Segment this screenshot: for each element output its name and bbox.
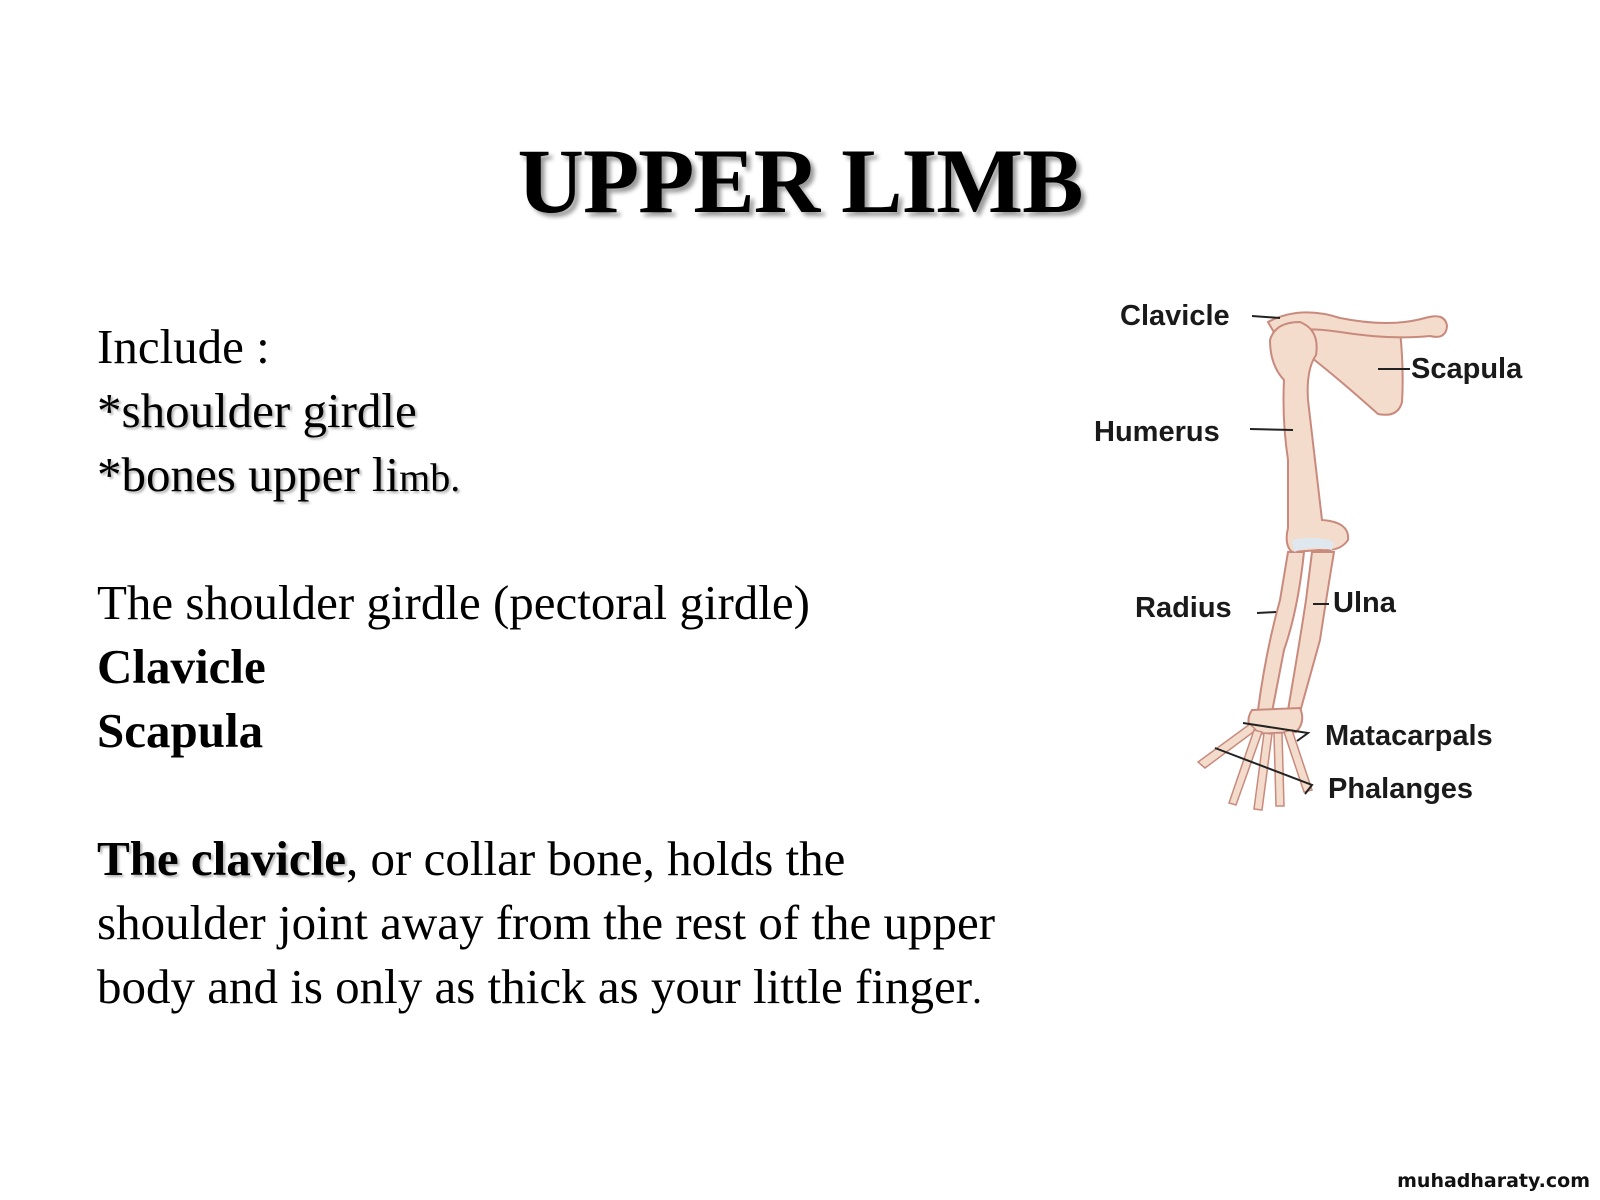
finger-bones xyxy=(1196,723,1313,811)
include-label: Include : xyxy=(97,319,270,374)
leader-lines xyxy=(1214,315,1410,795)
scapula-bone xyxy=(1303,323,1404,416)
paragraph-line-3-end: . xyxy=(972,967,983,1012)
slide-title: UPPER LIMB xyxy=(517,130,1084,232)
label-scapula: Scapula xyxy=(1411,353,1523,385)
girdle-bone-clavicle: Clavicle xyxy=(97,639,266,694)
label-ulna: Ulna xyxy=(1333,587,1397,619)
elbow-cartilage xyxy=(1292,537,1334,552)
label-phalanges: Phalanges xyxy=(1328,773,1473,805)
watermark: muhadharaty.com xyxy=(1397,1170,1590,1192)
bullet-bones-upper-limb: *bones upper limb. xyxy=(97,450,460,499)
label-metacarpals: Matacarpals xyxy=(1325,720,1493,752)
paragraph-line-1: The clavicle, or collar bone, holds the xyxy=(97,834,845,883)
paragraph-line-3: body and is only as thick as your little… xyxy=(97,962,982,1011)
bullet-shoulder-girdle: *shoulder girdle xyxy=(97,383,417,438)
humerus-bone xyxy=(1268,320,1350,554)
paragraph-line-2: shoulder joint away from the rest of the… xyxy=(97,895,996,950)
clavicle-bone xyxy=(1266,311,1449,339)
girdle-bone-scapula: Scapula xyxy=(97,703,264,758)
label-radius: Radius xyxy=(1135,592,1232,624)
paragraph-line-3-text: body and is only as thick as your little… xyxy=(97,959,973,1014)
paragraph-line-1-rest: , or collar bone, holds the xyxy=(346,831,846,886)
label-clavicle: Clavicle xyxy=(1120,300,1230,332)
upper-limb-diagram: Clavicle Scapula Humerus Radius Ulna Mat… xyxy=(1094,300,1523,811)
paragraph-bold-lead: The clavicle xyxy=(97,831,347,886)
bullet-text: *bones upper li xyxy=(97,447,400,502)
bullet-text-end: mb. xyxy=(399,455,461,500)
label-humerus: Humerus xyxy=(1094,416,1220,448)
girdle-heading: The shoulder girdle (pectoral girdle) xyxy=(97,575,810,630)
